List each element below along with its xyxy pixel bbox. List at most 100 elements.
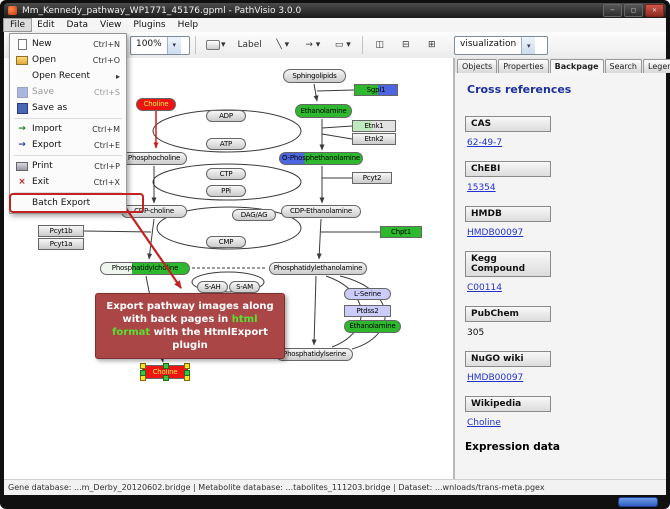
pathway-node-pcyt1a[interactable]: Pcyt1a (38, 238, 84, 250)
pathway-node-etnk1[interactable]: Etnk1 (352, 120, 396, 132)
crossref-value-pubchem: 305 (467, 328, 485, 338)
file-menu-item-open-recent[interactable]: Open Recent▸ (12, 68, 124, 84)
callout-text: with the HtmlExport plugin (150, 327, 268, 351)
pathway-node-etnk2[interactable]: Etnk2 (352, 133, 396, 145)
crossref-link-kegg-compound[interactable]: C00114 (467, 283, 502, 293)
shape-tool-dropdown[interactable]: ▭ ▾ (334, 40, 351, 50)
menu-item-label: Open (32, 55, 57, 65)
visualization-combobox[interactable]: visualization ▾ (454, 36, 548, 55)
crossref-link-wikipedia[interactable]: Choline (467, 418, 501, 428)
menubar-item-edit[interactable]: Edit (37, 20, 55, 30)
chevron-down-icon[interactable]: ▾ (166, 36, 181, 54)
pathway-node-o-phosphethanolamine[interactable]: O-Phosphethanolamine (279, 152, 363, 165)
tab-legend[interactable]: Legend (643, 59, 670, 73)
menu-item-label: Export (32, 140, 62, 150)
pathway-node-ptdss2[interactable]: Ptdss2 (344, 305, 391, 317)
menubar-item-file[interactable]: File (2, 18, 33, 32)
align-vertical-button[interactable]: ⊟ (402, 40, 410, 50)
pathway-node-phosphatidylcholine[interactable]: Phosphatidylcholine (100, 262, 190, 275)
pathway-node-atp[interactable]: ATP (206, 138, 246, 150)
backpage-section-header-wikipedia: Wikipedia (465, 396, 551, 412)
crossref-link-hmdb[interactable]: HMDB00097 (467, 228, 524, 238)
pathway-node-sgpl1[interactable]: Sgpl1 (354, 84, 398, 96)
pathway-node-phosphocholine[interactable]: Phosphocholine (121, 152, 187, 165)
pathway-node-s-ah[interactable]: S-AH (197, 281, 228, 293)
tab-search[interactable]: Search (604, 59, 642, 73)
pathway-node-ppi[interactable]: PPi (206, 185, 246, 197)
zoom-value: 100% (135, 38, 162, 49)
chevron-down-icon[interactable]: ▾ (521, 37, 536, 54)
toolbar-separator (194, 36, 196, 54)
pathway-node-pcyt1b[interactable]: Pcyt1b (38, 225, 84, 237)
menubar-item-data[interactable]: Data (66, 20, 89, 30)
menubar-item-view[interactable]: View (100, 20, 122, 30)
pathway-node-sphingolipids[interactable]: Sphingolipids (283, 69, 346, 83)
menu-item-label: New (32, 39, 52, 49)
menu-item-label: Print (32, 161, 53, 171)
file-menu-item-save-as[interactable]: Save as (12, 100, 124, 116)
file-menu-item-batch-export[interactable]: Batch Export (9, 193, 144, 213)
saveas-icon (16, 102, 28, 114)
callout-text: Export pathway images along with back pa… (106, 301, 274, 325)
pathway-node-cdp-choline[interactable]: CDP-choline (121, 205, 187, 218)
tab-objects[interactable]: Objects (457, 59, 498, 73)
close-button[interactable]: ✕ (645, 4, 664, 17)
tab-properties[interactable]: Properties (498, 59, 549, 73)
menubar-item-help[interactable]: Help (177, 20, 199, 30)
titlebar: Mm_Kennedy_pathway_WP1771_45176.gpml - P… (4, 3, 666, 18)
pathway-node-chpt1[interactable]: Chpt1 (380, 226, 422, 238)
label-tool-button[interactable]: Label (237, 40, 262, 50)
pathway-node-l-serine[interactable]: L-Serine (344, 288, 391, 300)
pathway-node-adp[interactable]: ADP (206, 110, 246, 122)
pathway-node-ethanolamine[interactable]: Ethanolamine (344, 320, 401, 333)
pathway-node-s-am[interactable]: S-AM (229, 281, 260, 293)
menu-item-label: Batch Export (32, 198, 91, 208)
pathway-node-choline[interactable]: Choline (136, 98, 176, 111)
side-panel: ObjectsPropertiesBackpageSearchLegend Cr… (453, 58, 670, 479)
zoom-combobox[interactable]: 100% ▾ (129, 35, 190, 55)
datanode-dropdown[interactable]: ▾ (201, 35, 231, 55)
pathway-node-phosphatidylserine[interactable]: Phosphatidylserine (276, 348, 353, 361)
statusbar: Gene database: ...m_Derby_20120602.bridg… (4, 479, 666, 495)
pathway-node-ethanolamine[interactable]: Ethanolamine (295, 104, 352, 118)
pathway-node-pcyt2[interactable]: Pcyt2 (352, 172, 392, 184)
window-title: Mm_Kennedy_pathway_WP1771_45176.gpml - P… (22, 5, 302, 16)
menubar-item-plugins[interactable]: Plugins (133, 20, 166, 30)
tab-backpage[interactable]: Backpage (549, 59, 604, 73)
selection-handle[interactable] (163, 363, 169, 369)
pathway-node-phosphatidylethanolamine[interactable]: Phosphatidylethanolamine (269, 262, 367, 275)
pathway-node-choline[interactable]: Choline (140, 363, 190, 381)
selection-handle[interactable] (163, 375, 169, 381)
selection-handle[interactable] (184, 370, 190, 376)
crossref-link-chebi[interactable]: 15354 (467, 183, 496, 193)
selection-handle[interactable] (184, 363, 190, 369)
selection-handle[interactable] (140, 370, 146, 376)
selection-handle[interactable] (140, 363, 146, 369)
pathway-node-cdp-ethanolamine[interactable]: CDP-Ethanolamine (281, 205, 361, 218)
menu-item-shortcut: Ctrl+E (94, 140, 120, 150)
pathway-node-dag-ag[interactable]: DAG/AG (232, 209, 276, 221)
align-horizontal-button[interactable]: ◫ (375, 40, 385, 50)
minimize-button[interactable]: ─ (603, 4, 622, 17)
pathway-node-ctp[interactable]: CTP (206, 168, 246, 180)
backpage-section-header-pubchem: PubChem (465, 306, 551, 322)
export-icon: → (18, 140, 26, 150)
menu-item-label: Exit (32, 177, 50, 187)
file-menu-item-export[interactable]: → Export Ctrl+E (12, 137, 124, 153)
arrow-tool-dropdown[interactable]: → ▾ (305, 40, 321, 50)
crossref-link-cas[interactable]: 62-49-7 (467, 138, 503, 148)
line-tool-dropdown[interactable]: ╲ ▾ (276, 40, 290, 50)
menu-separator (14, 155, 122, 156)
maximize-button[interactable]: ▢ (624, 4, 643, 17)
pathway-node-cmp[interactable]: CMP (206, 236, 246, 248)
exit-icon: × (18, 177, 26, 187)
crossref-link-nugo-wiki[interactable]: HMDB00097 (467, 373, 524, 383)
common-width-button[interactable]: ⊞ (428, 40, 436, 50)
